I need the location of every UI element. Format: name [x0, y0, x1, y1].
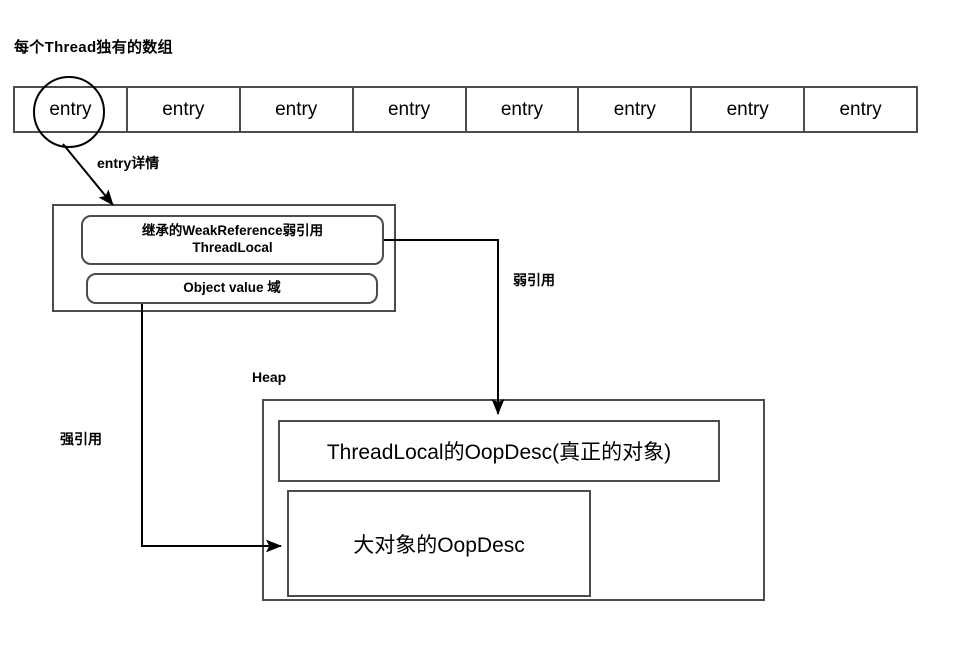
array-cell-entry-7[interactable]: entry	[805, 88, 916, 131]
entry-value-field-object-value: Object value 域	[86, 273, 378, 304]
label-weak-reference: 弱引用	[513, 272, 555, 288]
label-entry-detail: entry详情	[97, 155, 160, 171]
array-cell-entry-4[interactable]: entry	[466, 88, 580, 131]
arrow-weak-reference	[384, 239, 505, 415]
array-cell-entry-1[interactable]: entry	[127, 88, 241, 131]
heap-object-big-oopdesc: 大对象的OopDesc	[287, 490, 591, 597]
arrow-strong-reference	[141, 304, 282, 553]
label-heap: Heap	[252, 369, 287, 385]
array-cell-entry-5[interactable]: entry	[579, 88, 693, 131]
array-cell-entry-6[interactable]: entry	[692, 88, 806, 131]
entry-key-field-weakreference: 继承的WeakReference弱引用 ThreadLocal	[81, 215, 384, 265]
entry-key-field-line1: 继承的WeakReference弱引用	[141, 223, 324, 239]
array-cell-entry-2[interactable]: entry	[240, 88, 354, 131]
array-cell-entry-0[interactable]: entry	[15, 88, 128, 131]
page-title: 每个Thread独有的数组	[14, 39, 173, 56]
array-cell-entry-3[interactable]: entry	[353, 88, 467, 131]
heap-object-threadlocal-oopdesc: ThreadLocal的OopDesc(真正的对象)	[278, 420, 720, 482]
label-strong-reference: 强引用	[60, 431, 102, 447]
thread-local-entry-array: entry entry entry entry entry entry entr…	[13, 86, 918, 133]
entry-key-field-line2: ThreadLocal	[192, 240, 273, 255]
